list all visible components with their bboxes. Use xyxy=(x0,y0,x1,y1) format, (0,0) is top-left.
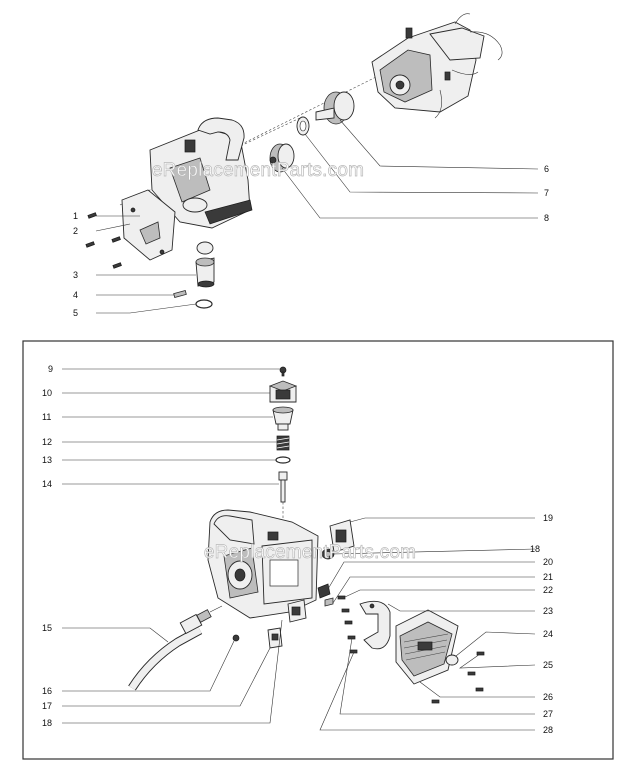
inlet-valve-part xyxy=(195,241,215,288)
nut-16-part xyxy=(232,634,240,642)
o-ring-13-part xyxy=(275,456,291,464)
callout-23: 23 xyxy=(543,606,553,616)
cover-plate-part xyxy=(121,189,176,261)
callout-17: 17 xyxy=(42,701,52,711)
callout-28: 28 xyxy=(543,725,553,735)
crank-gear-part xyxy=(269,143,295,173)
screws-25-part xyxy=(431,651,485,704)
knob-24-part xyxy=(445,654,459,666)
pump-body-part xyxy=(207,509,319,619)
hose-15-part xyxy=(128,605,223,691)
callout-22: 22 xyxy=(543,585,553,595)
callout-24: 24 xyxy=(543,629,553,639)
screw-part xyxy=(85,212,122,269)
screw-27-part xyxy=(347,635,356,640)
pin-part xyxy=(173,290,187,298)
callout-20: 20 xyxy=(543,557,553,567)
valve-17-part xyxy=(287,599,307,623)
fitting-18b-part xyxy=(267,627,283,649)
piston-14-part xyxy=(278,471,288,503)
detail-panel-frame xyxy=(22,340,614,760)
cap-10-part xyxy=(268,380,298,403)
callout-12: 12 xyxy=(42,437,52,447)
o-ring-part xyxy=(195,299,213,309)
callout-7: 7 xyxy=(544,188,549,198)
callout-4: 4 xyxy=(73,290,78,300)
callout-27: 27 xyxy=(543,709,553,719)
callout-11: 11 xyxy=(42,412,51,422)
callout-8: 8 xyxy=(544,213,549,223)
callout-21: 21 xyxy=(543,572,553,582)
pressure-switch-19-part xyxy=(329,519,355,553)
callout-16: 16 xyxy=(42,686,52,696)
screws-22-part xyxy=(337,595,353,625)
bottom-assembly xyxy=(62,366,536,731)
callout-6: 6 xyxy=(544,164,549,174)
callout-9: 9 xyxy=(48,364,53,374)
callout-3: 3 xyxy=(73,270,78,280)
motor-part xyxy=(371,13,503,119)
bracket-23-part xyxy=(359,600,391,650)
clip-20-part xyxy=(317,583,331,599)
washer-part xyxy=(296,116,310,136)
watermark-bottom: eReplacementParts.com xyxy=(204,542,416,563)
spring-12-part xyxy=(276,435,290,451)
callout-18-bottom: 18 xyxy=(42,718,52,728)
fitting-18-part xyxy=(321,548,335,560)
callout-19: 19 xyxy=(543,513,553,523)
callout-5: 5 xyxy=(73,308,78,318)
pinion-gear-part xyxy=(315,91,355,125)
callout-26: 26 xyxy=(543,692,553,702)
watermark-top: eReplacementParts.com xyxy=(152,160,364,181)
callout-15: 15 xyxy=(42,623,52,633)
screw-9-part xyxy=(279,366,287,377)
callout-10: 10 xyxy=(42,388,52,398)
callout-13: 13 xyxy=(42,455,52,465)
control-board-26-part xyxy=(395,609,459,685)
callout-14: 14 xyxy=(42,479,52,489)
callout-2: 2 xyxy=(73,226,78,236)
clip-21-part xyxy=(324,597,334,607)
fitting-11-part xyxy=(272,406,294,431)
callout-25: 25 xyxy=(543,660,553,670)
pump-housing-part xyxy=(149,117,253,229)
callout-18-right: 18 xyxy=(530,544,540,554)
top-assembly xyxy=(85,13,539,314)
callout-1: 1 xyxy=(73,211,78,221)
